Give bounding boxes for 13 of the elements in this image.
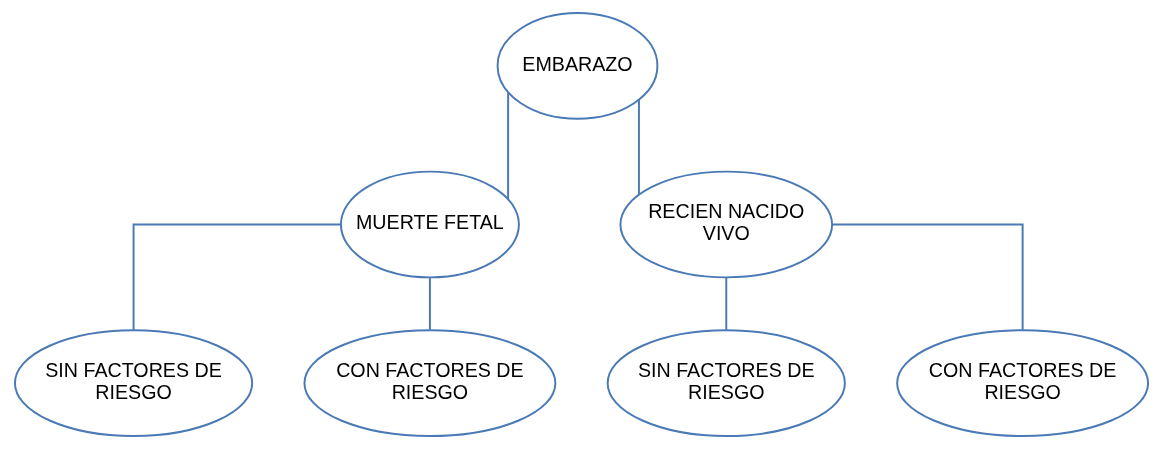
node-ellipse: RECIEN NACIDO VIVO (618, 170, 833, 279)
connector (724, 276, 727, 331)
node-ellipse: CON FACTORES DE RIESGO (302, 329, 556, 437)
connector (428, 276, 431, 331)
connector (830, 223, 1024, 331)
node-ellipse: EMBARAZO (496, 12, 658, 120)
node-ellipse: SIN FACTORES DE RIESGO (13, 329, 253, 437)
node-ellipse: SIN FACTORES DE RIESGO (606, 329, 846, 437)
connector (132, 223, 342, 331)
node-ellipse: CON FACTORES DE RIESGO (895, 329, 1149, 437)
node-ellipse: MUERTE FETAL (339, 170, 520, 279)
connector (637, 98, 640, 196)
connector (506, 91, 509, 201)
